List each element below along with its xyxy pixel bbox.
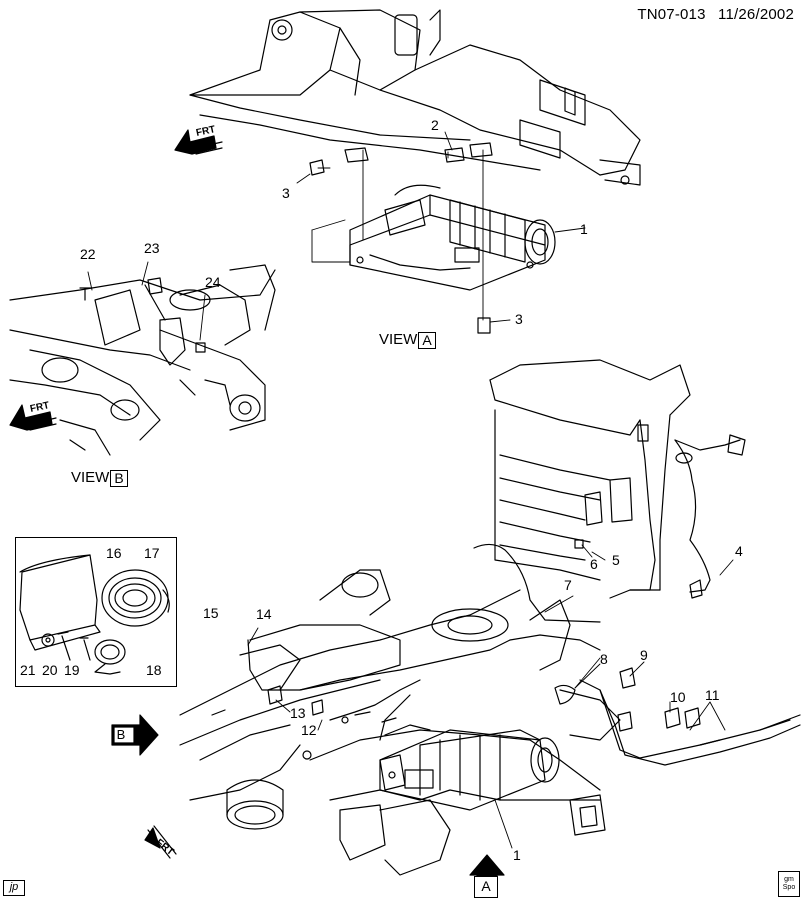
callout-10: 10 bbox=[670, 689, 686, 705]
callout-6: 6 bbox=[590, 556, 598, 572]
front-direction-arrow-view-b bbox=[9, 404, 57, 431]
view-b-prefix: VIEW bbox=[71, 469, 110, 486]
lower-callout-leaders bbox=[247, 544, 734, 849]
diagram-date: 11/26/2002 bbox=[718, 6, 794, 23]
callout-4: 4 bbox=[735, 543, 743, 559]
callout-8: 8 bbox=[600, 651, 608, 667]
service-kit-contents bbox=[19, 554, 170, 675]
rear-frame-assembly bbox=[179, 569, 621, 876]
service-kit-box bbox=[15, 537, 177, 687]
frame-crossmember-top bbox=[189, 9, 641, 186]
callout-17: 17 bbox=[144, 545, 160, 561]
front-direction-arrow-top bbox=[174, 129, 223, 155]
callout-5: 5 bbox=[612, 552, 620, 568]
view-a-label: VIEW A bbox=[379, 331, 436, 349]
view-a-letter: A bbox=[418, 331, 436, 349]
view-b-label: VIEW B bbox=[71, 469, 128, 487]
compressor-assembly-top bbox=[349, 184, 556, 291]
diagram-code: TN07-013 bbox=[637, 6, 706, 23]
diagram-header: TN07-013 11/26/2002 bbox=[637, 6, 794, 23]
callout-1-compressor-top: 1 bbox=[580, 221, 588, 237]
bolt-fasteners-a bbox=[309, 147, 491, 334]
wiring-harness bbox=[609, 434, 746, 599]
callout-1-compressor-bottom: 1 bbox=[513, 847, 521, 863]
rear-axle-view-b bbox=[9, 264, 276, 456]
callout-18: 18 bbox=[146, 662, 162, 678]
view-b-direction-arrow bbox=[111, 714, 159, 756]
logo-line-2: Spo bbox=[782, 884, 796, 891]
view-a-prefix: VIEW bbox=[379, 331, 418, 348]
body-side-panel bbox=[489, 359, 691, 591]
callout-14: 14 bbox=[256, 606, 272, 622]
height-sensor-assembly bbox=[79, 261, 206, 366]
view-b-letter: B bbox=[110, 469, 128, 487]
air-lines bbox=[247, 543, 801, 766]
callout-23: 23 bbox=[144, 240, 160, 256]
callout-24: 24 bbox=[205, 274, 221, 290]
callout-9: 9 bbox=[640, 647, 648, 663]
callout-7: 7 bbox=[564, 577, 572, 593]
callout-3-right: 3 bbox=[515, 311, 523, 327]
callout-16: 16 bbox=[106, 545, 122, 561]
callout-19: 19 bbox=[64, 662, 80, 678]
artist-tag: jp bbox=[3, 880, 25, 896]
small-parts-lower bbox=[211, 667, 701, 732]
compressor-assembly-lower bbox=[379, 724, 560, 811]
callout-20: 20 bbox=[42, 662, 58, 678]
gm-spo-logo: gm Spo bbox=[778, 871, 800, 897]
view-a-guide-lines bbox=[296, 131, 586, 323]
callout-21: 21 bbox=[20, 662, 36, 678]
view-b-marker-letter: B bbox=[116, 726, 126, 742]
view-a-marker-letter: A bbox=[474, 876, 498, 898]
callout-2: 2 bbox=[431, 117, 439, 133]
callout-3-left: 3 bbox=[282, 185, 290, 201]
callout-12: 12 bbox=[301, 722, 317, 738]
front-direction-arrow-bottom bbox=[144, 825, 177, 859]
callout-11: 11 bbox=[705, 687, 720, 703]
callout-15: 15 bbox=[203, 605, 219, 621]
logo-line-1: gm bbox=[784, 876, 794, 883]
callout-13: 13 bbox=[290, 705, 306, 721]
callout-22: 22 bbox=[80, 246, 96, 262]
